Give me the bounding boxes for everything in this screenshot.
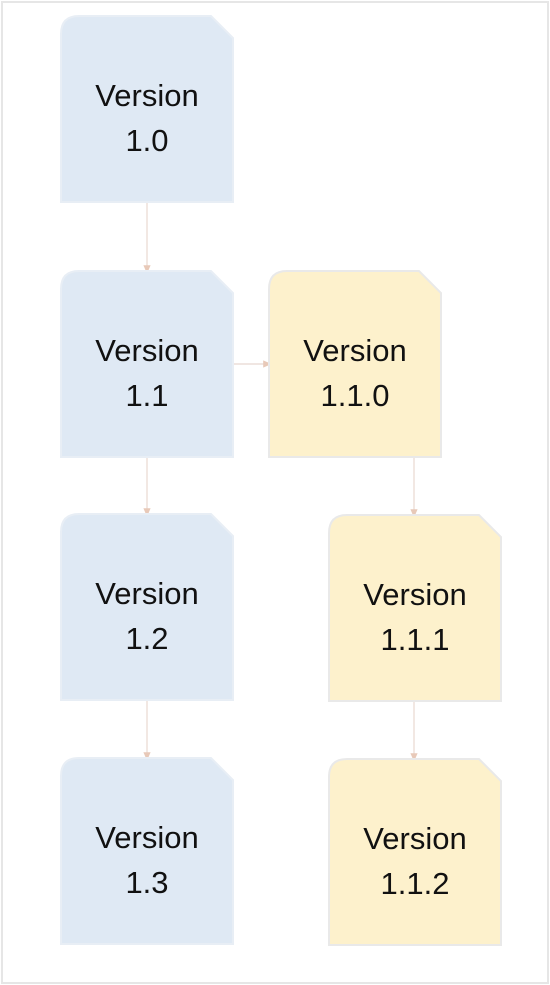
version-nodes: Version1.0Version1.1Version1.2Version1.3… bbox=[60, 15, 502, 946]
node-label-line1: Version bbox=[95, 820, 198, 855]
node-label-line1: Version bbox=[363, 577, 466, 612]
node-label-line1: Version bbox=[363, 821, 466, 856]
node-label-line1: Version bbox=[95, 78, 198, 113]
connectors bbox=[143, 202, 418, 762]
version-node-1-0: Version 1.0 bbox=[60, 15, 234, 203]
node-shape bbox=[60, 270, 234, 458]
node-shape bbox=[60, 15, 234, 203]
version-node-1-1-1: Version 1.1.1 bbox=[328, 514, 502, 702]
node-shape bbox=[328, 514, 502, 702]
node-label-line2: 1.1.1 bbox=[381, 622, 450, 657]
version-node-1-1-0: Version 1.1.0 bbox=[268, 270, 442, 458]
node-label-line1: Version bbox=[95, 333, 198, 368]
node-label-line2: 1.3 bbox=[125, 865, 168, 900]
node-shape bbox=[268, 270, 442, 458]
node-label-line2: 1.1 bbox=[125, 378, 168, 413]
node-label-line2: 1.0 bbox=[125, 123, 168, 158]
node-label-line2: 1.1.0 bbox=[321, 378, 390, 413]
node-label-line1: Version bbox=[95, 576, 198, 611]
node-label-line1: Version bbox=[303, 333, 406, 368]
version-node-1-1-2: Version 1.1.2 bbox=[328, 758, 502, 946]
version-node-1-2: Version 1.2 bbox=[60, 513, 234, 701]
version-node-1-1: Version 1.1 bbox=[60, 270, 234, 458]
node-shape bbox=[60, 513, 234, 701]
version-node-1-3: Version 1.3 bbox=[60, 757, 234, 945]
node-label-line2: 1.1.2 bbox=[381, 866, 450, 901]
node-shape bbox=[328, 758, 502, 946]
node-label-line2: 1.2 bbox=[125, 621, 168, 656]
node-shape bbox=[60, 757, 234, 945]
